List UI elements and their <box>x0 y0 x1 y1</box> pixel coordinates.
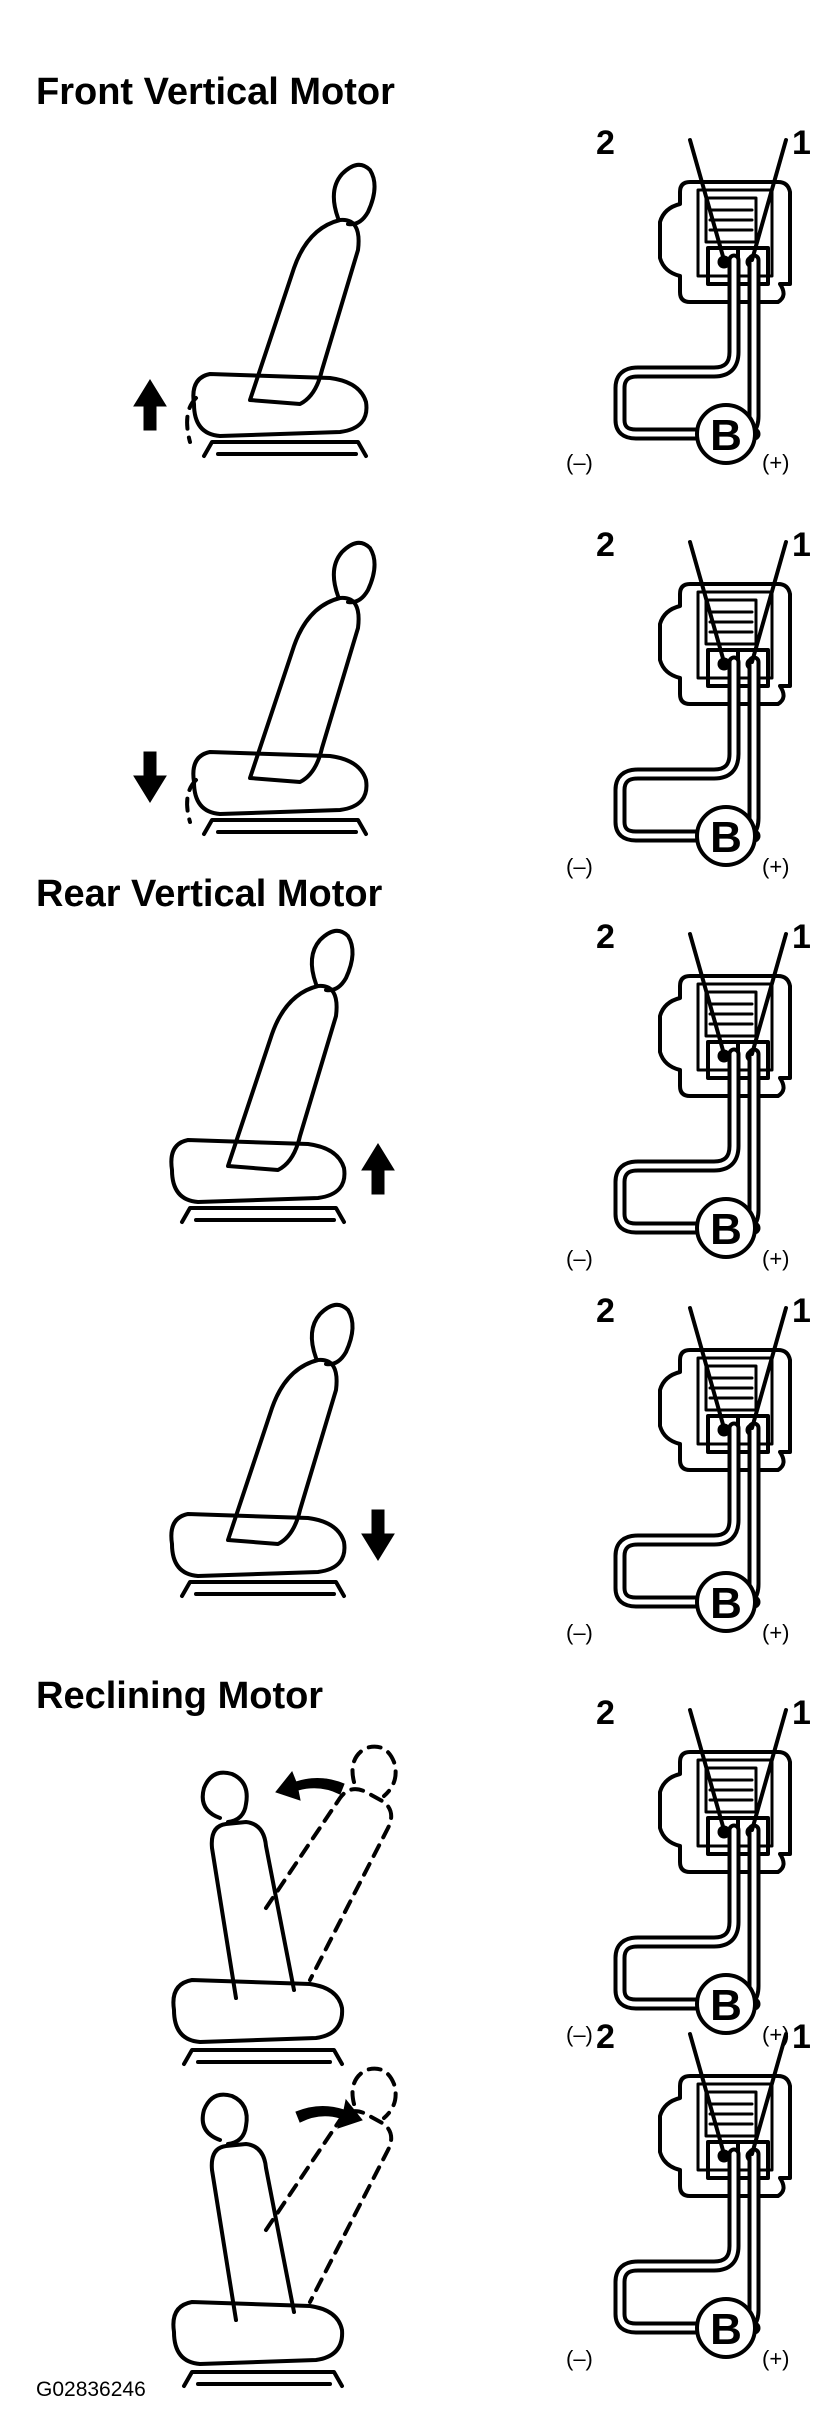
battery-label: B <box>710 2305 742 2354</box>
battery-negative-label: (–) <box>566 1620 593 1645</box>
battery-label: B <box>710 1205 742 1254</box>
pin-1-label: 1 <box>792 2018 811 2056</box>
pin-2-label: 2 <box>596 124 615 162</box>
pin-1-label: 1 <box>792 1694 811 1732</box>
battery-positive-label: (+) <box>762 1246 790 1271</box>
seat-illustration <box>191 540 377 836</box>
pin-2-label: 2 <box>596 2018 615 2056</box>
up-arrow-icon <box>133 379 167 431</box>
connector-diagram <box>620 934 790 1257</box>
seat-illustration <box>169 928 355 1224</box>
section-title-rear-vertical: Rear Vertical Motor <box>36 873 383 915</box>
reclining-seat-illustration <box>171 2066 398 2388</box>
battery-positive-label: (+) <box>762 854 790 879</box>
pin-2-label: 2 <box>596 1292 615 1330</box>
battery-positive-label: (+) <box>762 1620 790 1645</box>
connector-diagram <box>620 2034 790 2357</box>
battery-negative-label: (–) <box>566 854 593 879</box>
battery-label: B <box>710 411 742 460</box>
recline-backward-arrow-icon <box>295 2098 363 2129</box>
battery-label: B <box>710 813 742 862</box>
pin-2-label: 2 <box>596 1694 615 1732</box>
down-arrow-icon <box>133 751 167 803</box>
pin-2-label: 2 <box>596 918 615 956</box>
connector-diagram <box>620 140 790 463</box>
panel-reclining-backward: 2 1 B (–) (+) <box>171 2018 811 2388</box>
pin-1-label: 1 <box>792 1292 811 1330</box>
pin-1-label: 1 <box>792 124 811 162</box>
panel-front-vertical-up: 2 1 B (–) (+) <box>133 124 811 475</box>
panel-reclining-forward: 2 1 B (–) (+) <box>171 1694 811 2066</box>
battery-positive-label: (+) <box>762 450 790 475</box>
panel-front-vertical-down: 2 1 B (–) (+) <box>133 526 811 879</box>
pin-2-label: 2 <box>596 526 615 564</box>
down-arrow-icon <box>361 1509 395 1561</box>
battery-negative-label: (–) <box>566 1246 593 1271</box>
seat-illustration <box>191 162 377 458</box>
panel-rear-vertical-up: 2 1 B (–) (+) <box>169 918 811 1271</box>
battery-label: B <box>710 1579 742 1628</box>
connector-diagram <box>620 1710 790 2033</box>
up-arrow-icon <box>361 1143 395 1195</box>
section-title-reclining: Reclining Motor <box>36 1675 323 1717</box>
connector-diagram <box>620 1308 790 1631</box>
battery-negative-label: (–) <box>566 2022 593 2047</box>
pin-1-label: 1 <box>792 918 811 956</box>
battery-positive-label: (+) <box>762 2346 790 2371</box>
panel-rear-vertical-down: 2 1 B (–) (+) <box>169 1292 811 1645</box>
section-title-front-vertical: Front Vertical Motor <box>36 71 395 113</box>
battery-negative-label: (–) <box>566 2346 593 2371</box>
battery-negative-label: (–) <box>566 450 593 475</box>
recline-forward-arrow-icon <box>275 1771 345 1801</box>
connector-diagram <box>620 542 790 865</box>
seat-cushion-travel-dashline <box>185 778 198 824</box>
battery-label: B <box>710 1981 742 2030</box>
figure-code: G02836246 <box>36 2378 146 2401</box>
seat-illustration <box>169 1302 355 1598</box>
pin-1-label: 1 <box>792 526 811 564</box>
seat-cushion-travel-dashline <box>185 396 198 444</box>
